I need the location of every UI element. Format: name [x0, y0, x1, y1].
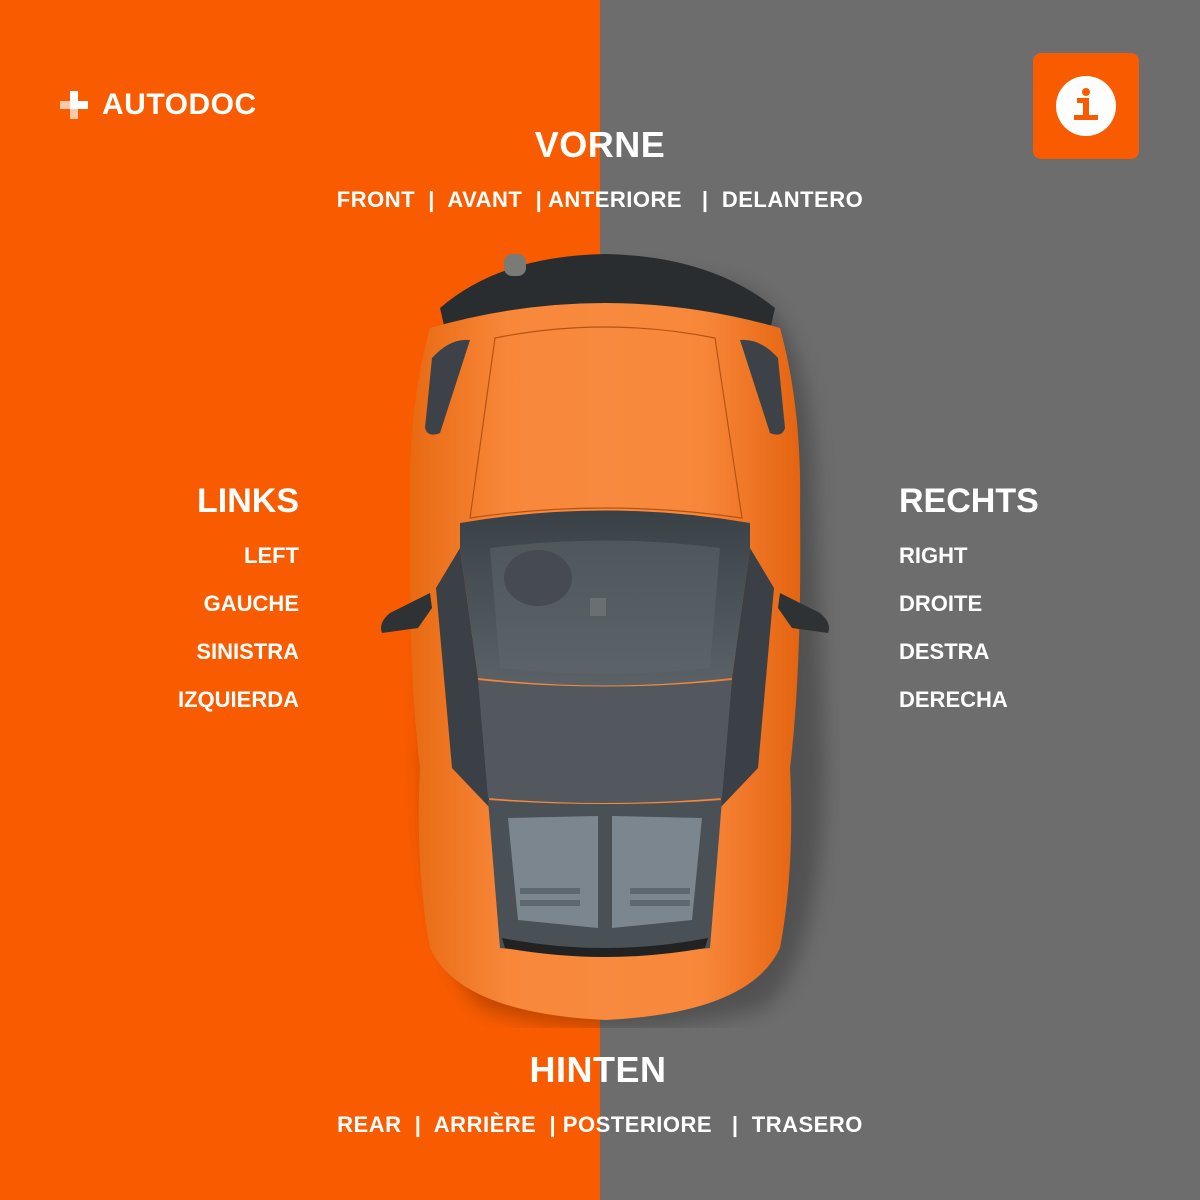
right-title: RECHTS [899, 482, 1039, 520]
info-button[interactable] [1033, 53, 1139, 159]
info-icon [1056, 76, 1116, 136]
right-translation: DROITE [899, 591, 983, 616]
rear-title: HINTEN [529, 1049, 667, 1090]
left-translation: SINISTRA [196, 639, 299, 664]
left-translation: LEFT [244, 543, 299, 568]
autodoc-logo: AUTODOC [60, 88, 257, 122]
left-side-labels: LINKS LEFT GAUCHE SINISTRA IZQUIERDA [178, 480, 299, 724]
front-title: VORNE [534, 124, 666, 165]
car-top-view-icon [381, 254, 829, 1028]
right-translation: RIGHT [899, 543, 968, 568]
rear-translations: REAR | ARRIÈRE | POSTERIORE | TRASERO [337, 1112, 863, 1137]
right-side-labels: RECHTS RIGHT DROITE DESTRA DERECHA [899, 480, 1039, 724]
left-translation: GAUCHE [203, 591, 299, 616]
right-translation: DERECHA [899, 687, 1008, 712]
front-translations: FRONT | AVANT | ANTERIORE | DELANTERO [336, 187, 864, 212]
left-translation: IZQUIERDA [178, 687, 299, 712]
right-translation: DESTRA [899, 639, 990, 664]
plus-cross-icon [60, 91, 88, 119]
left-title: LINKS [197, 482, 299, 520]
brand-name: AUTODOC [102, 88, 257, 121]
